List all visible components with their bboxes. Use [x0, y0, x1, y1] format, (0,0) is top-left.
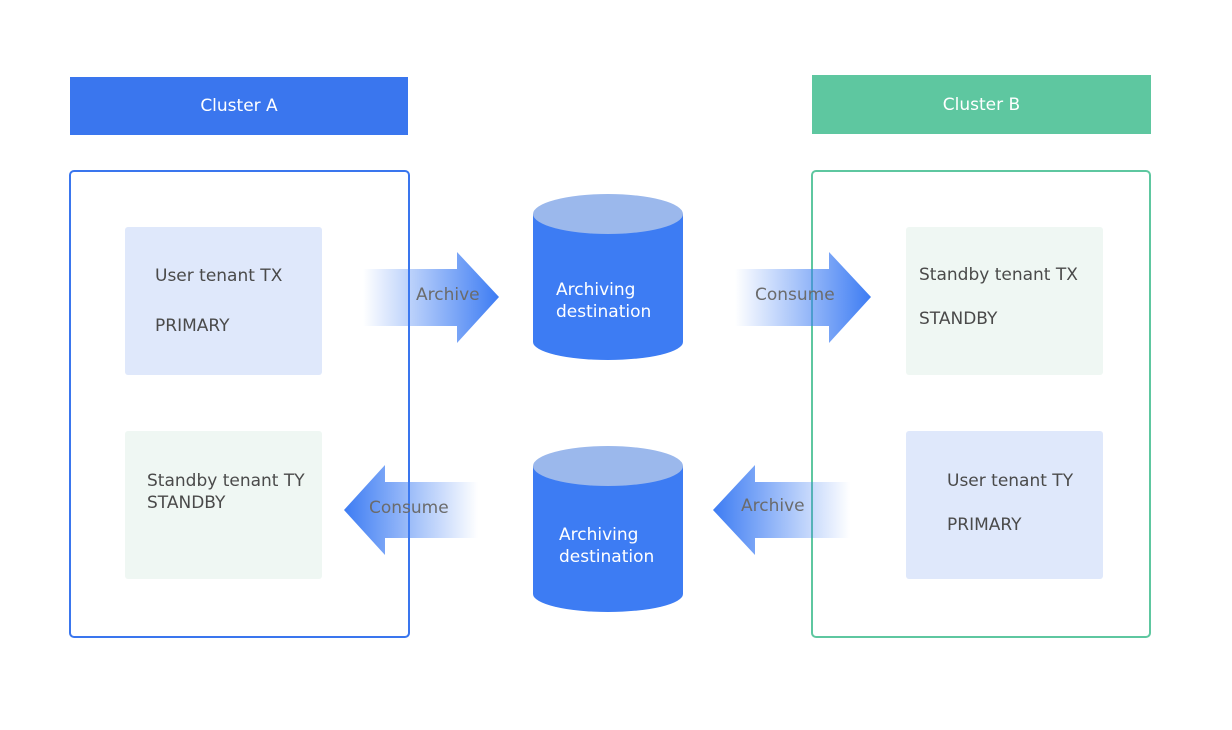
tenant-role: STANDBY — [147, 493, 226, 513]
tenant-role: PRIMARY — [947, 515, 1022, 535]
consume-label: Consume — [369, 498, 449, 518]
tenant-name: Standby tenant TY — [147, 471, 305, 491]
standby-tenant-tx-box: Standby tenant TX STANDBY — [906, 227, 1103, 375]
tenant-name: User tenant TX — [155, 266, 283, 286]
archiving-destination-top-label: Archiving destination — [556, 279, 651, 323]
cluster-a-header: Cluster A — [70, 77, 408, 135]
cluster-a-title: Cluster A — [200, 96, 278, 116]
consume-label: Consume — [755, 285, 835, 305]
cluster-a-frame — [69, 170, 410, 638]
db-label-line1: Archiving — [556, 280, 636, 300]
tenant-name: Standby tenant TX — [919, 265, 1078, 285]
archive-arrow-right — [363, 252, 499, 343]
cluster-b-frame — [811, 170, 1151, 638]
tenant-role: STANDBY — [919, 309, 998, 329]
db-label-line2: destination — [556, 302, 652, 322]
cluster-b-title: Cluster B — [942, 94, 1021, 115]
archive-label: Archive — [741, 496, 805, 516]
cluster-b-header: Cluster B — [812, 75, 1151, 134]
user-tenant-tx-box: User tenant TX PRIMARY — [125, 227, 322, 375]
archive-arrow-left — [713, 465, 850, 555]
tenant-name: User tenant TY — [947, 471, 1074, 491]
consume-arrow-right — [735, 252, 871, 343]
archiving-destination-bottom-icon — [533, 446, 683, 612]
tenant-role: PRIMARY — [155, 316, 230, 336]
db-label-line2: destination — [559, 547, 655, 567]
archiving-destination-top-icon — [533, 194, 683, 360]
consume-arrow-left — [344, 465, 478, 555]
db-label-line1: Archiving — [559, 525, 639, 545]
archive-label: Archive — [416, 285, 480, 305]
user-tenant-ty-box: User tenant TY PRIMARY — [906, 431, 1103, 579]
archiving-destination-bottom-label: Archiving destination — [559, 524, 654, 568]
standby-tenant-ty-box: Standby tenant TY STANDBY — [125, 431, 322, 579]
